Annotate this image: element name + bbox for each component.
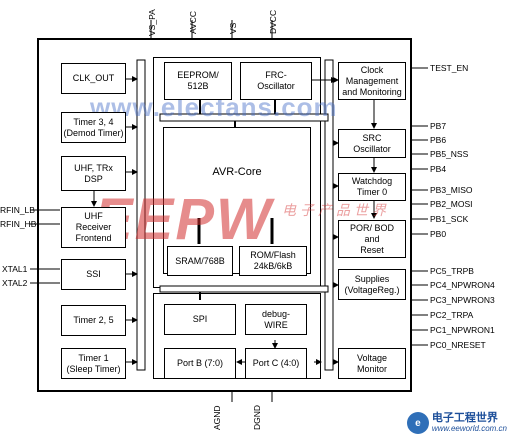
pin-rfin-lb: RFIN_LB [0, 205, 35, 215]
pin-pc2-trpa: PC2_TRPA [430, 310, 474, 320]
block-frc-oscillator: FRC- Oscillator [240, 62, 312, 100]
pin-xtal2: XTAL2 [2, 278, 28, 288]
block-src-oscillator: SRC Oscillator [338, 129, 406, 158]
block-voltage-monitor: Voltage Monitor [338, 348, 406, 379]
block-timer-1: Timer 1 (Sleep Timer) [61, 348, 126, 379]
pin-pb4: PB4 [430, 164, 447, 174]
block-uhf-trx-dsp: UHF, TRx DSP [61, 156, 126, 191]
pin-test-en: TEST_EN [430, 63, 469, 73]
block-clock-management: Clock Management and Monitoring [338, 62, 406, 100]
avr-core-box [163, 127, 311, 274]
pin-pb3-miso: PB3_MISO [430, 185, 473, 195]
block-eeprom: EEPROM/ 512B [164, 62, 232, 100]
block-sram: SRAM/768B [167, 246, 233, 276]
pin-pb2-mosi: PB2_MOSI [430, 199, 473, 209]
pin-pb7: PB7 [430, 121, 447, 131]
pin-pc1-npwron1: PC1_NPWRON1 [430, 325, 495, 335]
eeworld-logo-icon: e [406, 412, 429, 434]
peripheral-panel [153, 293, 321, 379]
block-uhf-receiver-frontend: UHF Receiver Frontend [61, 207, 126, 248]
corner-logo-cn: 电子工程世界 [431, 411, 498, 424]
block-watchdog-timer: Watchdog Timer 0 [338, 173, 406, 201]
pin-pb5-nss: PB5_NSS [430, 149, 469, 159]
pin-pb0: PB0 [430, 229, 447, 239]
block-rom-flash: ROM/Flash 24kB/6kB [239, 246, 307, 276]
block-ssi: SSI [61, 259, 126, 290]
corner-logo: e 电子工程世界 www.eeworld.com.cn [406, 411, 507, 434]
block-spi: SPI [164, 304, 236, 335]
pin-dvcc: DVCC [268, 9, 278, 34]
pin-dgnd: DGND [252, 404, 262, 430]
corner-logo-url: www.eeworld.com.cn [431, 424, 507, 433]
block-avr-core: AVR-Core [212, 165, 262, 178]
block-por-bod-reset: POR/ BOD and Reset [338, 220, 406, 258]
watermark-brand-cn: 电子产品世界 [282, 203, 390, 219]
block-port-b: Port B (7:0) [164, 348, 236, 379]
pin-pc5-trpb: PC5_TRPB [430, 266, 474, 276]
pin-vs-pa: VS_PA [147, 9, 157, 36]
pin-avcc: AVCC [188, 11, 198, 34]
block-supplies: Supplies (VoltageReg.) [338, 269, 406, 300]
block-clk-out: CLK_OUT [61, 63, 126, 94]
pin-pc4-npwron4: PC4_NPWRON4 [430, 280, 495, 290]
pin-pc3-npwron3: PC3_NPWRON3 [430, 295, 495, 305]
pin-rfin-hb: RFIN_HB [0, 219, 37, 229]
pin-xtal1: XTAL1 [2, 264, 28, 274]
pin-agnd: AGND [212, 405, 222, 430]
block-debugwire: debug- WIRE [245, 304, 307, 335]
pin-vs: VS [228, 22, 238, 34]
pin-pc0-nreset: PC0_NRESET [430, 340, 486, 350]
block-timer-3-4: Timer 3, 4 (Demod Timer) [61, 112, 126, 143]
block-port-c: Port C (4:0) [245, 348, 307, 379]
pin-pb1-sck: PB1_SCK [430, 214, 469, 224]
block-timer-2-5: Timer 2, 5 [61, 305, 126, 336]
pin-pb6: PB6 [430, 135, 447, 145]
